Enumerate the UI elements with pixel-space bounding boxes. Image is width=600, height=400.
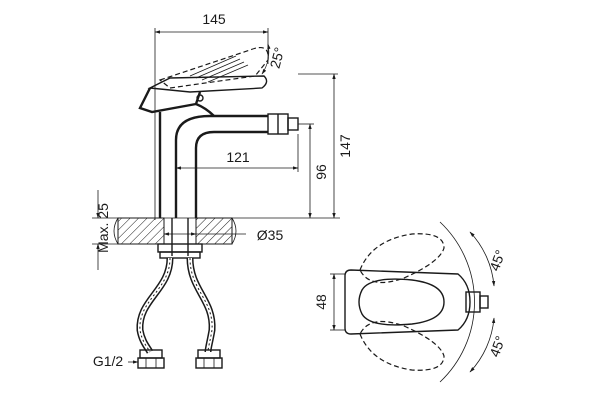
spout-inner	[194, 130, 268, 218]
dim-label-hole: Ø35	[257, 227, 284, 243]
flexible-hose-left	[136, 257, 174, 354]
angle-arc-45-bottom	[469, 317, 496, 373]
flexible-hose-right	[186, 257, 216, 353]
nozzle-tip	[287, 117, 299, 131]
dim-label-121: 121	[226, 149, 250, 165]
nozzle-top	[465, 291, 481, 313]
body-neck	[195, 102, 215, 117]
swing-arc	[439, 221, 475, 383]
dim-label-48: 48	[313, 294, 329, 310]
angle-arc-45-top	[469, 231, 496, 287]
countertop-section	[113, 217, 237, 245]
body-top-outline	[344, 269, 471, 335]
handle-top	[358, 278, 445, 326]
angle-label-45-bottom: 45°	[486, 334, 508, 359]
handle-ribs	[189, 55, 249, 83]
handle-pivot	[196, 94, 204, 102]
side-view: 145 25° 147 96	[92, 11, 353, 369]
angle-label-25: 25°	[267, 45, 288, 70]
handle-rotated-up	[359, 233, 445, 284]
spout-outer	[174, 114, 268, 218]
handle-lever	[147, 75, 268, 93]
angle-label-45-top: 45°	[486, 248, 508, 273]
hose-fitting-left	[137, 349, 165, 369]
nozzle-tip-top	[479, 295, 489, 309]
mounting-washer	[159, 251, 201, 259]
dim-label-max25: Max. 25	[95, 203, 111, 253]
dim-label-145: 145	[202, 11, 226, 27]
handle-raised-outline	[158, 47, 269, 89]
handle-rotated-down	[359, 320, 445, 371]
angle-arc-25	[261, 43, 271, 75]
hose-fitting-right	[195, 349, 223, 369]
dim-label-147: 147	[337, 134, 353, 158]
top-view: 48 45° 45°	[313, 221, 508, 383]
dim-label-96: 96	[313, 164, 329, 180]
mounting-nut	[157, 243, 203, 253]
dim-label-thread: G1/2	[93, 353, 124, 369]
